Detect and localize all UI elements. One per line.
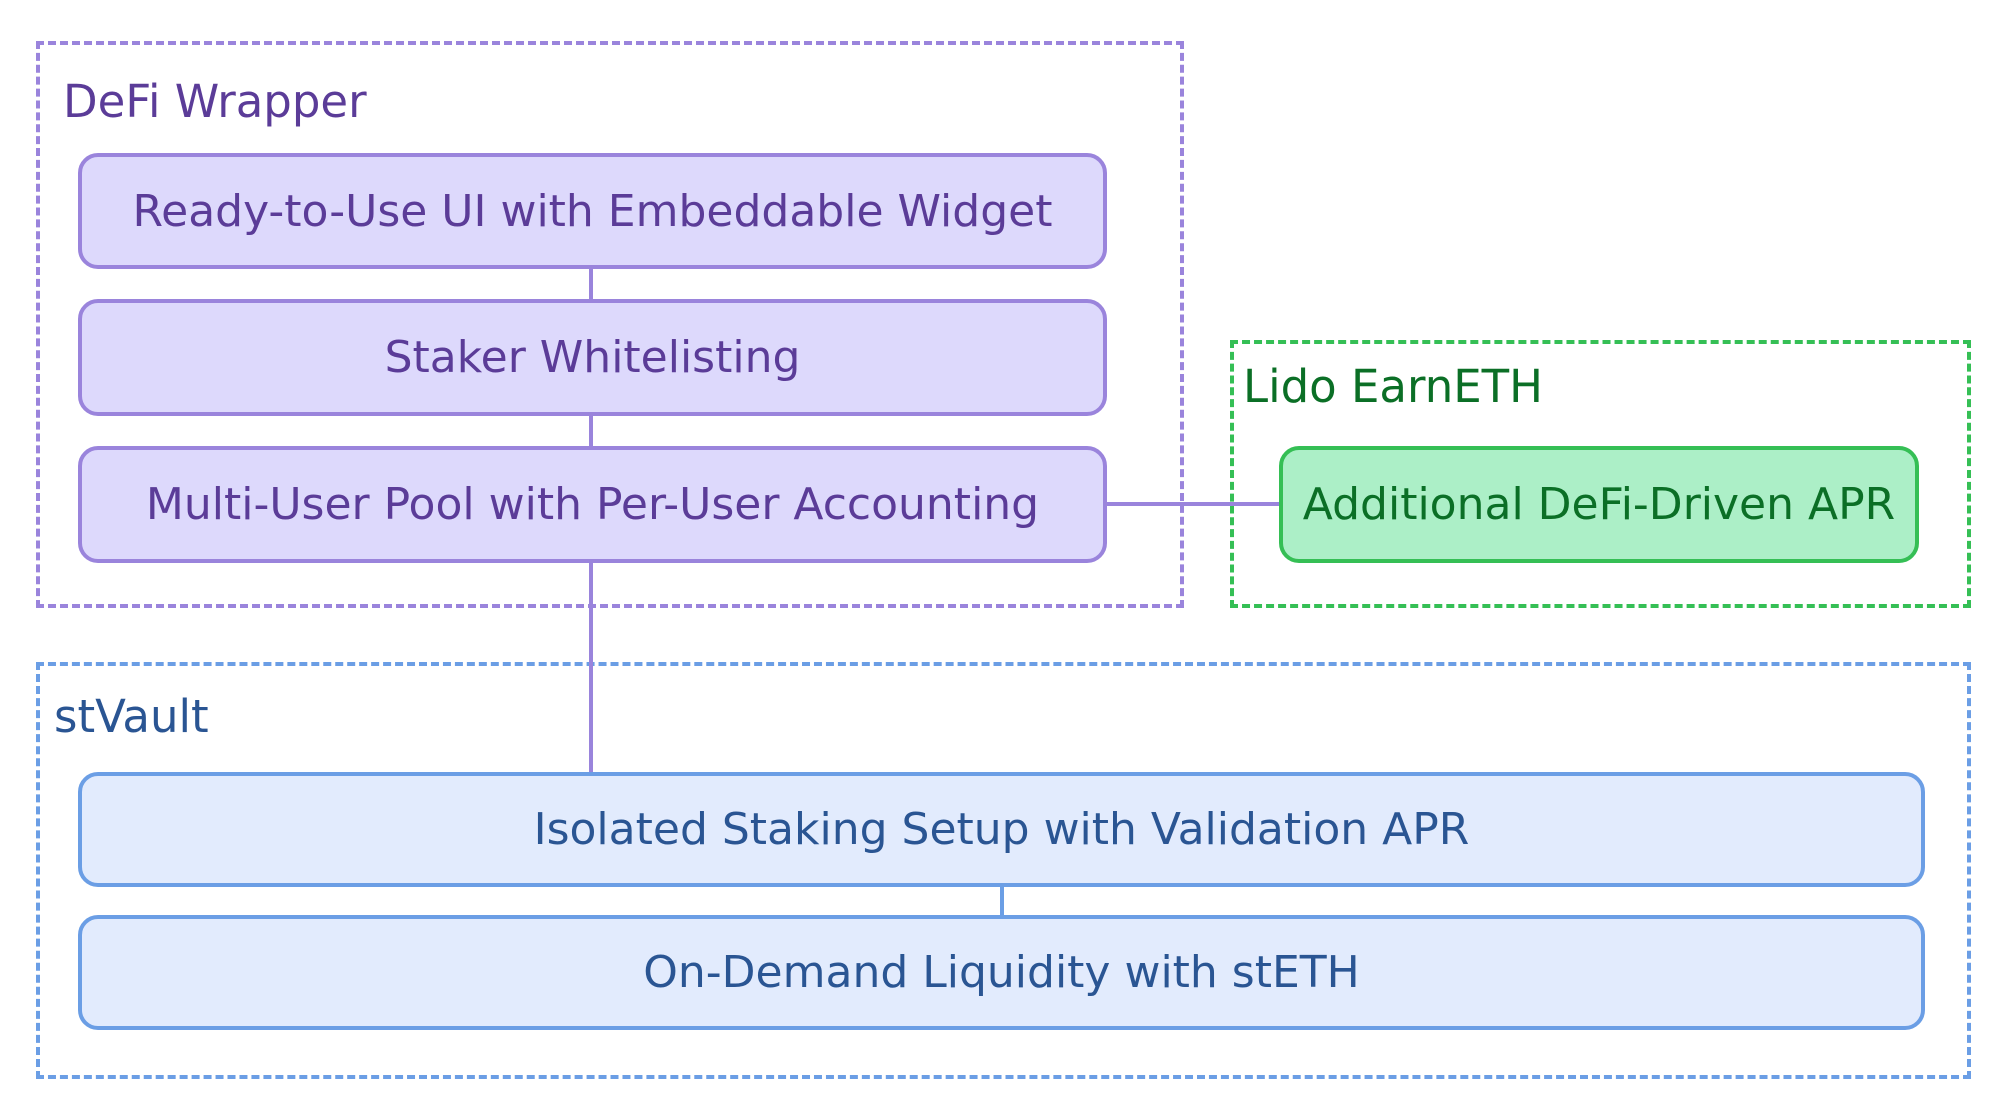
group-lido-earneth bbox=[1230, 340, 1971, 608]
node-staker-whitelisting: Staker Whitelisting bbox=[78, 299, 1107, 416]
group-label-defi-wrapper: DeFi Wrapper bbox=[63, 75, 367, 128]
node-additional-defi-driven-apr: Additional DeFi-Driven APR bbox=[1279, 446, 1919, 563]
connector-isolated-staking-to-on-demand-liquidity bbox=[1000, 886, 1004, 916]
group-label-lido-earneth: Lido EarnETH bbox=[1243, 360, 1543, 413]
group-defi-wrapper bbox=[36, 41, 1184, 608]
connector-multi-user-pool-to-isolated-staking bbox=[589, 562, 593, 773]
node-multi-user-pool: Multi-User Pool with Per-User Accounting bbox=[78, 446, 1107, 563]
group-stvault bbox=[36, 662, 1971, 1079]
node-ready-to-use-ui: Ready-to-Use UI with Embeddable Widget bbox=[78, 153, 1107, 269]
group-label-stvault: stVault bbox=[54, 690, 209, 743]
node-on-demand-liquidity: On-Demand Liquidity with stETH bbox=[78, 915, 1925, 1030]
node-isolated-staking-setup: Isolated Staking Setup with Validation A… bbox=[78, 772, 1925, 887]
connector-multi-user-pool-to-additional-apr bbox=[1106, 502, 1281, 506]
connector-staker-whitelisting-to-multi-user-pool bbox=[589, 415, 593, 447]
connector-ready-ui-to-staker-whitelisting bbox=[589, 268, 593, 300]
